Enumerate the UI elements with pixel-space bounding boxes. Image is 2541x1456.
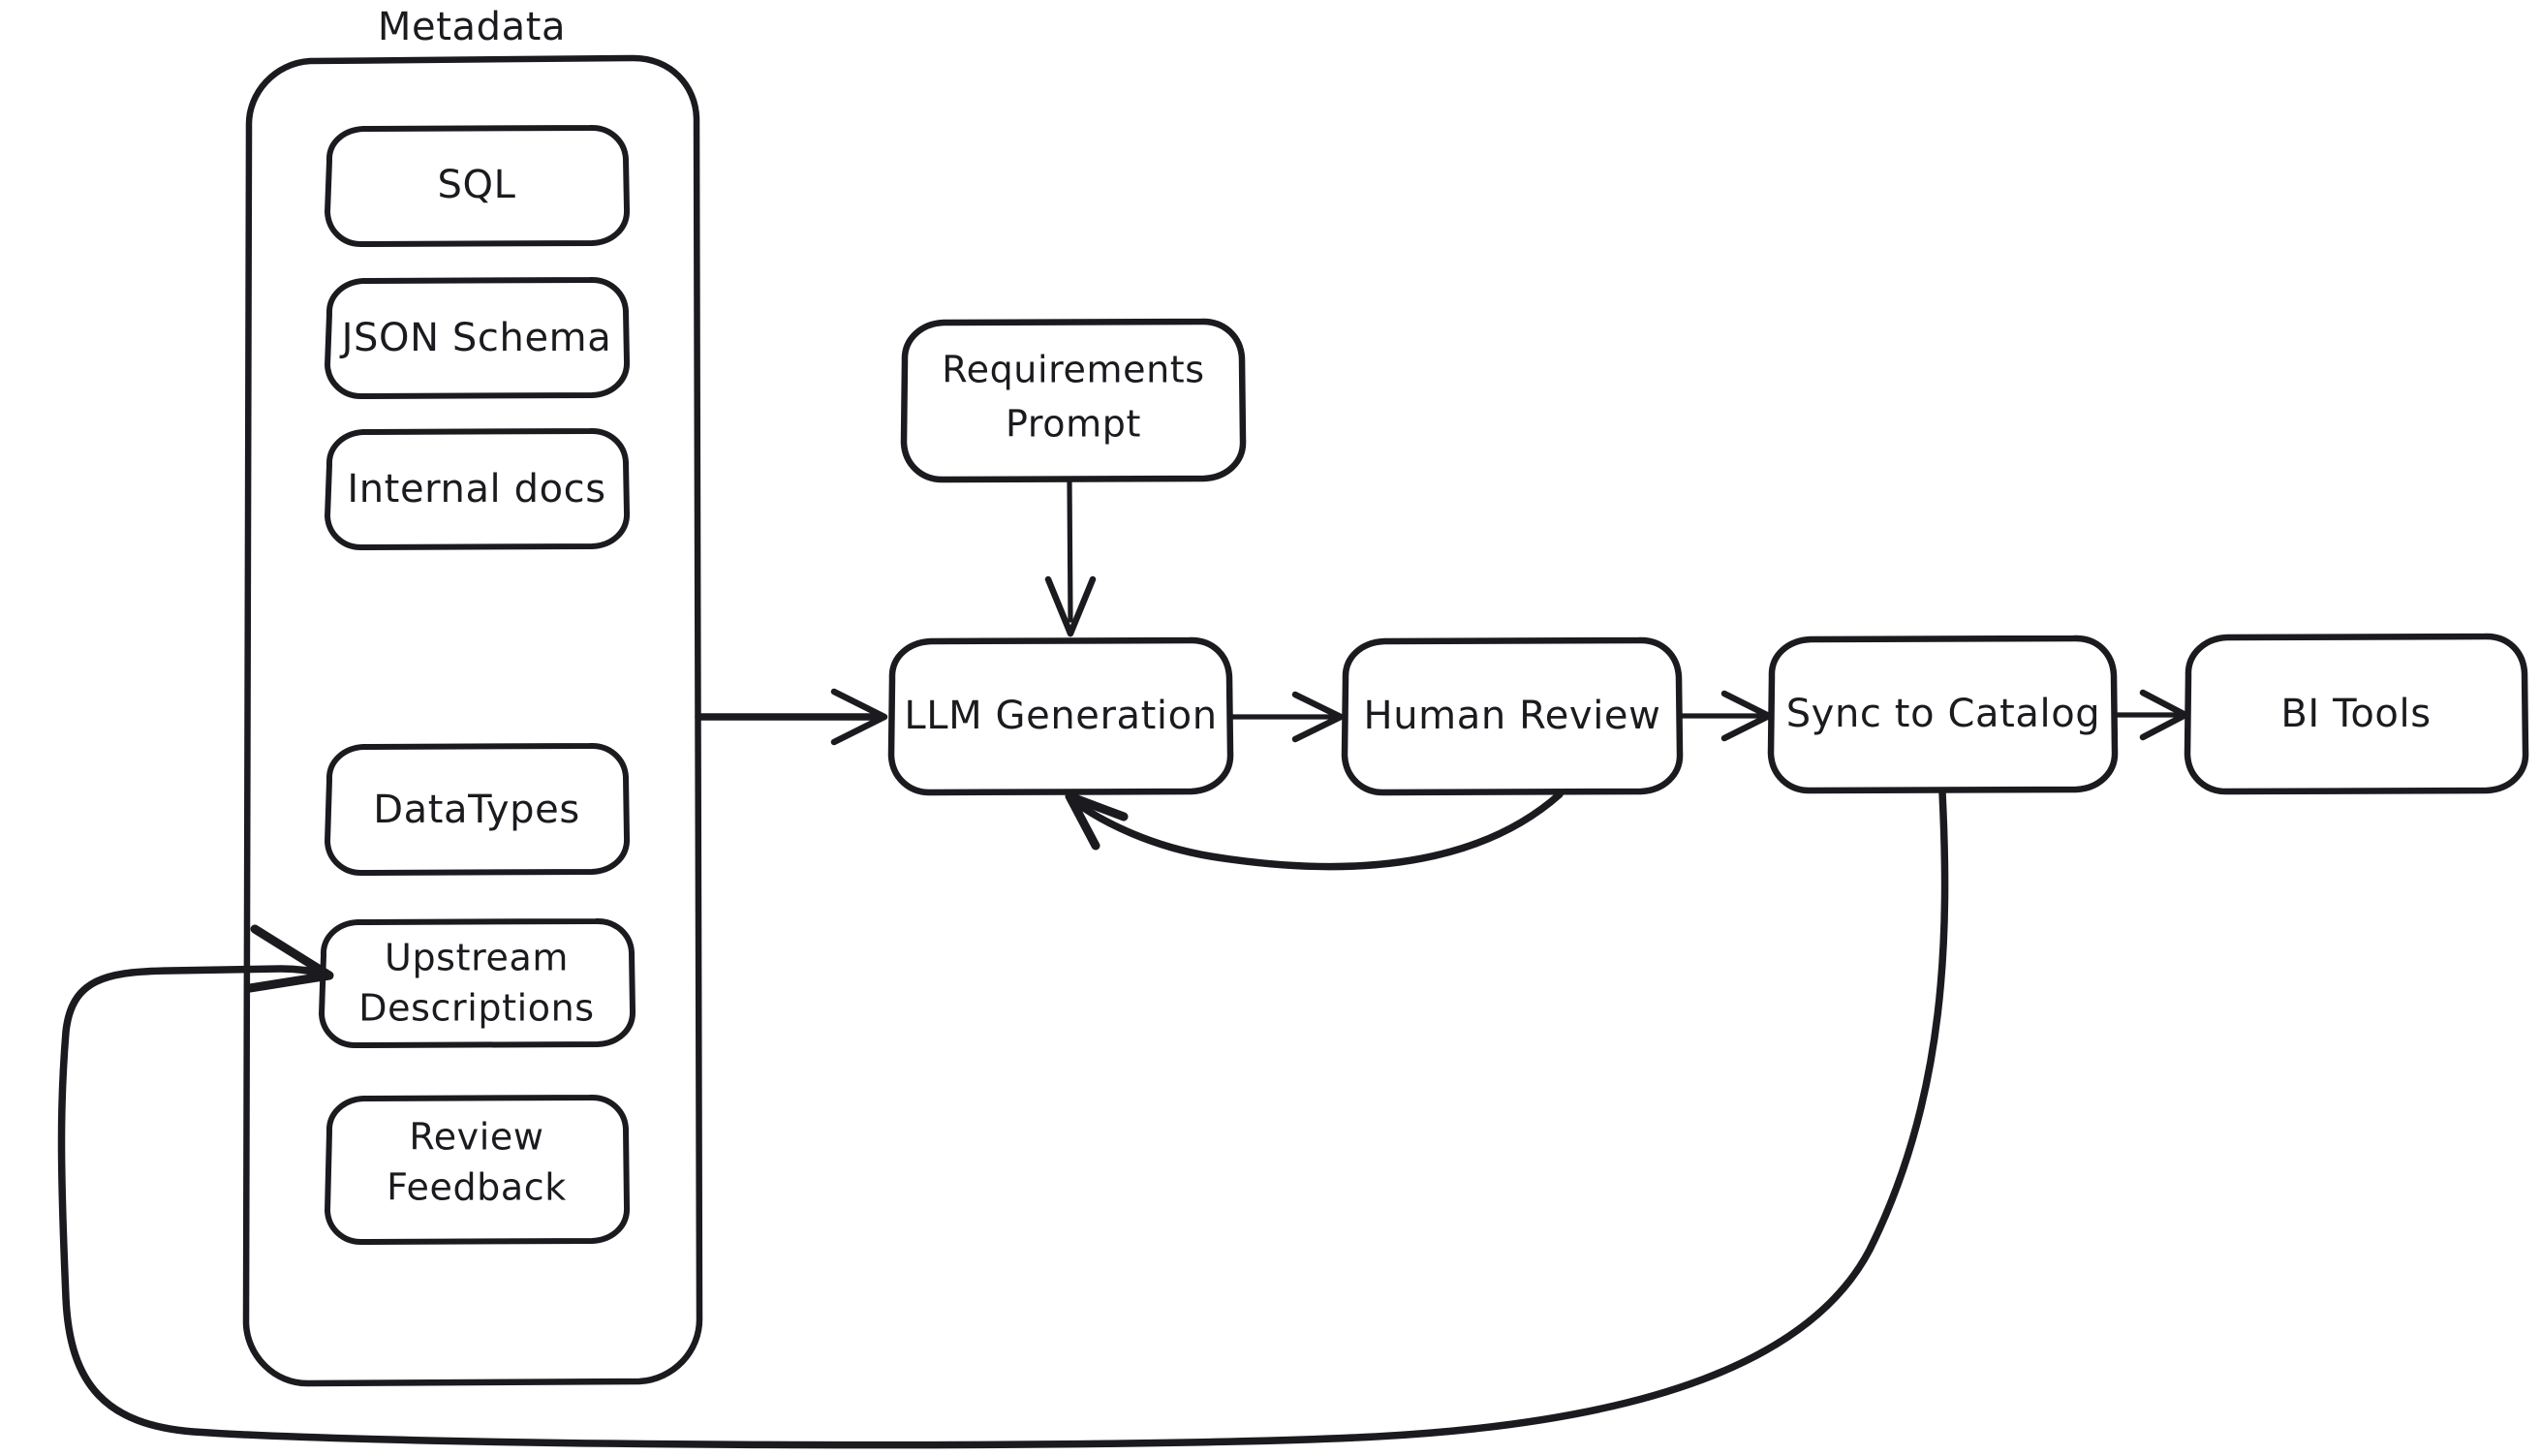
node-human-review-label: Human Review — [1364, 694, 1661, 738]
node-upstream-descriptions-border — [319, 918, 635, 1048]
edge-sync-to-bi-tools — [2115, 689, 2189, 741]
node-sync-to-catalog-border — [1767, 635, 2119, 794]
edge-metadata-to-llm-arrowhead — [830, 688, 888, 746]
node-requirements-prompt-label-line1: Requirements — [942, 349, 1204, 391]
node-review-feedback-label-line1: Review — [409, 1116, 543, 1159]
node-internal-docs-label: Internal docs — [347, 467, 605, 511]
node-human-review-border — [1341, 636, 1684, 796]
node-upstream-descriptions-label-line2: Descriptions — [358, 987, 594, 1030]
node-sql-border — [325, 125, 630, 247]
edge-sync-to-upstream-loop-arrowhead — [245, 924, 334, 993]
edge-feedback-arrowhead — [1065, 791, 1129, 851]
node-internal-docs[interactable]: Internal docs — [325, 428, 630, 550]
node-upstream-descriptions-label-line1: Upstream — [385, 937, 569, 979]
edge-sync-to-upstream-loop-line — [57, 789, 1949, 1449]
edge-human-review-to-sync — [1680, 690, 1773, 742]
node-json-schema-label: JSON Schema — [339, 316, 612, 360]
node-review-feedback-label-line2: Feedback — [387, 1166, 567, 1209]
node-sql-label: SQL — [438, 163, 516, 207]
node-human-review[interactable]: Human Review — [1341, 636, 1684, 796]
node-llm-generation-label: LLM Generation — [904, 694, 1217, 738]
node-data-types[interactable]: DataTypes — [325, 743, 630, 876]
node-requirements-prompt[interactable]: Requirements Prompt — [900, 318, 1247, 483]
edge-requirements-to-llm-generation — [1044, 479, 1097, 637]
node-requirements-prompt-border — [900, 318, 1247, 483]
edge-human-review-to-sync-arrowhead — [1720, 690, 1773, 742]
node-sync-to-catalog-label: Sync to Catalog — [1786, 692, 2101, 736]
node-requirements-prompt-label-line2: Prompt — [1006, 403, 1141, 446]
edge-sync-to-bi-tools-arrowhead — [2139, 689, 2189, 741]
node-bi-tools-label: BI Tools — [2280, 692, 2431, 736]
edge-sync-to-upstream-loop — [57, 789, 1949, 1449]
node-json-schema-border — [325, 277, 630, 399]
edge-llm-to-human-review — [1229, 691, 1345, 743]
edge-requirements-to-llm-arrowhead — [1044, 575, 1097, 637]
node-bi-tools[interactable]: BI Tools — [2184, 633, 2529, 795]
node-sql[interactable]: SQL — [325, 125, 630, 247]
edge-llm-to-human-review-arrowhead — [1291, 691, 1345, 743]
node-review-feedback[interactable]: Review Feedback — [325, 1095, 630, 1245]
node-llm-generation-border — [887, 636, 1234, 796]
node-data-types-border — [325, 743, 630, 876]
node-review-feedback-border — [325, 1095, 630, 1245]
metadata-group-title: Metadata — [378, 5, 566, 49]
edge-human-review-feedback-to-llm — [1065, 790, 1564, 871]
node-data-types-label: DataTypes — [373, 788, 580, 832]
node-sync-to-catalog[interactable]: Sync to Catalog — [1767, 635, 2119, 794]
node-upstream-descriptions[interactable]: Upstream Descriptions — [319, 918, 635, 1048]
node-llm-generation[interactable]: LLM Generation — [887, 636, 1234, 796]
edge-metadata-to-llm-generation — [695, 688, 888, 746]
edge-feedback-curve — [1071, 790, 1564, 871]
node-json-schema[interactable]: JSON Schema — [325, 277, 630, 399]
node-bi-tools-border — [2184, 633, 2529, 795]
node-internal-docs-border — [325, 428, 630, 550]
edge-requirements-to-llm-line — [1067, 479, 1073, 623]
